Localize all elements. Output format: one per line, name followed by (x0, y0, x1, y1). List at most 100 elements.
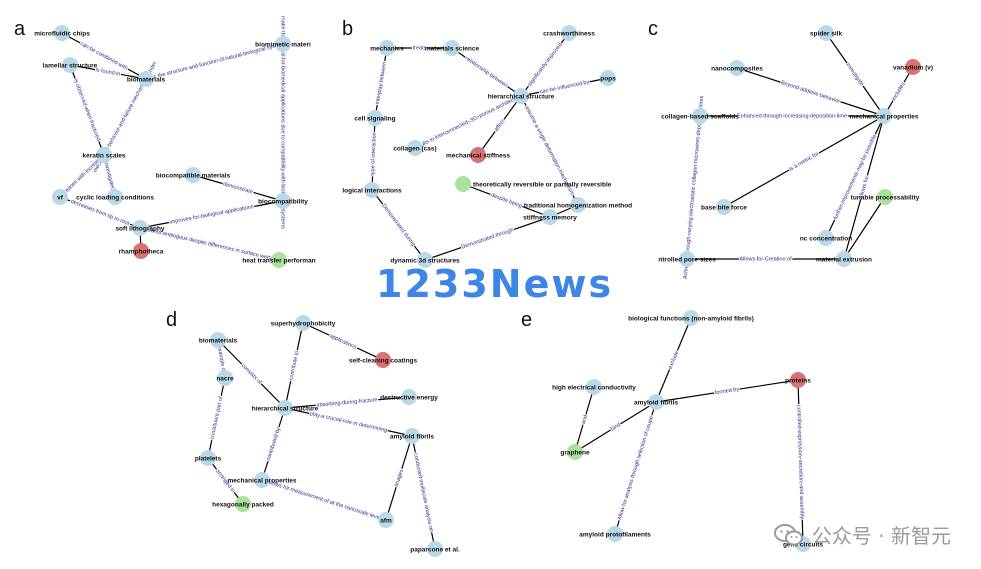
edge-label: results in interconnected, 3D, porous ar… (413, 93, 523, 151)
edge-lamellar-keratin (69, 64, 105, 156)
panel-letter-d: d (166, 309, 177, 331)
node-label: logical interactions (342, 188, 402, 195)
node-circle (107, 189, 123, 205)
node-cellsig: cell signaling (354, 110, 396, 126)
node-circle (542, 209, 558, 225)
node-circle (513, 88, 529, 104)
node-circle (254, 472, 270, 488)
edge-nacre-platelets (207, 377, 226, 459)
edge-hier_d-destructive (284, 396, 410, 409)
node-label: self-cleaning coatings (349, 358, 418, 365)
edge-label: treats (413, 45, 427, 51)
node-label: biological functions (non-amyloid fibril… (628, 316, 754, 323)
edge-biomaterials-keratin (103, 78, 147, 156)
node-circle (683, 310, 699, 326)
node-afm: afm (378, 512, 394, 528)
node-ctrlpore: ntrolled pore sizes (658, 251, 716, 267)
node-graphene: graphene (560, 444, 590, 460)
node-circle (375, 352, 391, 368)
node-label: mechanical stiffness (446, 153, 510, 160)
node-label: superhydrophobicity (271, 321, 336, 328)
node-heattransfer: heat transfer performan (242, 252, 316, 268)
node-label: hierarchical structure (488, 94, 555, 101)
edge-amyloid_e-protofil (614, 401, 657, 535)
edge-label: is a metric for (788, 151, 820, 173)
node-circle (905, 59, 921, 75)
node-circle (586, 379, 602, 395)
edge-highcond-graphene (574, 386, 595, 453)
edge-label: Beyond additive behavior (780, 80, 841, 105)
edge-label: is observed when fractured (72, 78, 101, 142)
node-circle (52, 189, 68, 205)
edge-label: type of interaction (370, 132, 378, 176)
edge-label: Allow for analysis through selection of … (617, 415, 655, 520)
node-circle (367, 110, 383, 126)
node-circle (379, 40, 395, 56)
edge-label: exclude (668, 350, 681, 370)
node-label: amyloid fibrils (390, 434, 434, 441)
edge-label: example of (216, 345, 227, 373)
node-circle (295, 315, 311, 331)
node-label: high electrical conductivity (552, 385, 636, 392)
node-label: hexagonally packed (212, 502, 274, 509)
edge-label: make them ideal for biomedical applicati… (280, 16, 286, 229)
node-hexpacked: hexagonally packed (212, 496, 274, 512)
footer-watermark: 公众号 · 新智元 (773, 520, 951, 549)
edge-label: relationship between (464, 56, 509, 90)
node-rhamphotheca: rhamphotheca (119, 243, 164, 259)
edge-label: formed by (715, 387, 740, 397)
edge-mechprop_d-afm (261, 479, 387, 521)
node-circle (378, 512, 394, 528)
edge-label: affect (494, 118, 507, 133)
edge-lamellar-biomaterials (69, 64, 147, 80)
edge-label: and (581, 414, 589, 425)
node-circle (54, 25, 70, 41)
node-hier_d: hierarchical structure (252, 400, 319, 416)
edge-collscaf-ctrlpore (686, 115, 701, 260)
node-label: stiffness memory (523, 215, 577, 222)
edge-hier_d-amyloid_d (284, 407, 413, 437)
node-amyloid_e: amyloid fibrils (634, 394, 678, 410)
edge-hier-mechstiff (477, 95, 522, 156)
edge-label: decreases from tip to root (70, 199, 131, 227)
node-circle (729, 60, 745, 76)
node-label: heat transfer performan (242, 258, 315, 265)
node-label: dynamic 3d structures (390, 258, 460, 265)
edge-mechprop-nc (825, 115, 885, 239)
node-circle (275, 36, 291, 52)
edge-label: allows for measurement of at the nanosca… (266, 479, 381, 521)
node-biomat_d: biomaterials (199, 332, 238, 348)
node-circle (567, 444, 583, 460)
edge-hier-pops (520, 77, 609, 97)
node-crash: crashworthiness (543, 25, 595, 41)
edge-microfluidic-biomaterials (61, 32, 147, 80)
node-paparcone: paparcone et al. (410, 541, 460, 557)
edge-proteins-genecirc (797, 379, 804, 545)
node-label: amyloid protofilaments (579, 532, 651, 539)
node-label: collagen (cas) (393, 146, 436, 153)
node-label: vf (57, 195, 64, 202)
node-label: biomaterials (199, 338, 238, 345)
node-circle (138, 71, 154, 87)
node-matext: material extrusion (816, 251, 872, 267)
node-label: nacre (216, 376, 234, 383)
node-circle (275, 193, 291, 209)
edge-hier_d-mechprop_d (261, 407, 286, 481)
edge-proteins-amyloid_e (655, 379, 799, 403)
node-circle (62, 57, 78, 73)
node-mechanics: mechanics (370, 40, 404, 56)
panel-letter-c: c (648, 18, 658, 40)
edge-matsci-hier (451, 47, 522, 97)
node-label: biocompatible materials (156, 173, 231, 180)
node-circle (570, 197, 586, 213)
node-circle (427, 541, 443, 557)
edge-biomat_d-hier_d (217, 339, 286, 409)
node-label: biocompatibility (258, 199, 308, 206)
node-circle (401, 389, 417, 405)
nodes-e: biological functions (non-amyloid fibril… (552, 310, 823, 552)
node-label: hierarchical structure (252, 406, 319, 413)
edge-label: interplay between (375, 61, 388, 105)
node-pops: pops (600, 70, 616, 86)
